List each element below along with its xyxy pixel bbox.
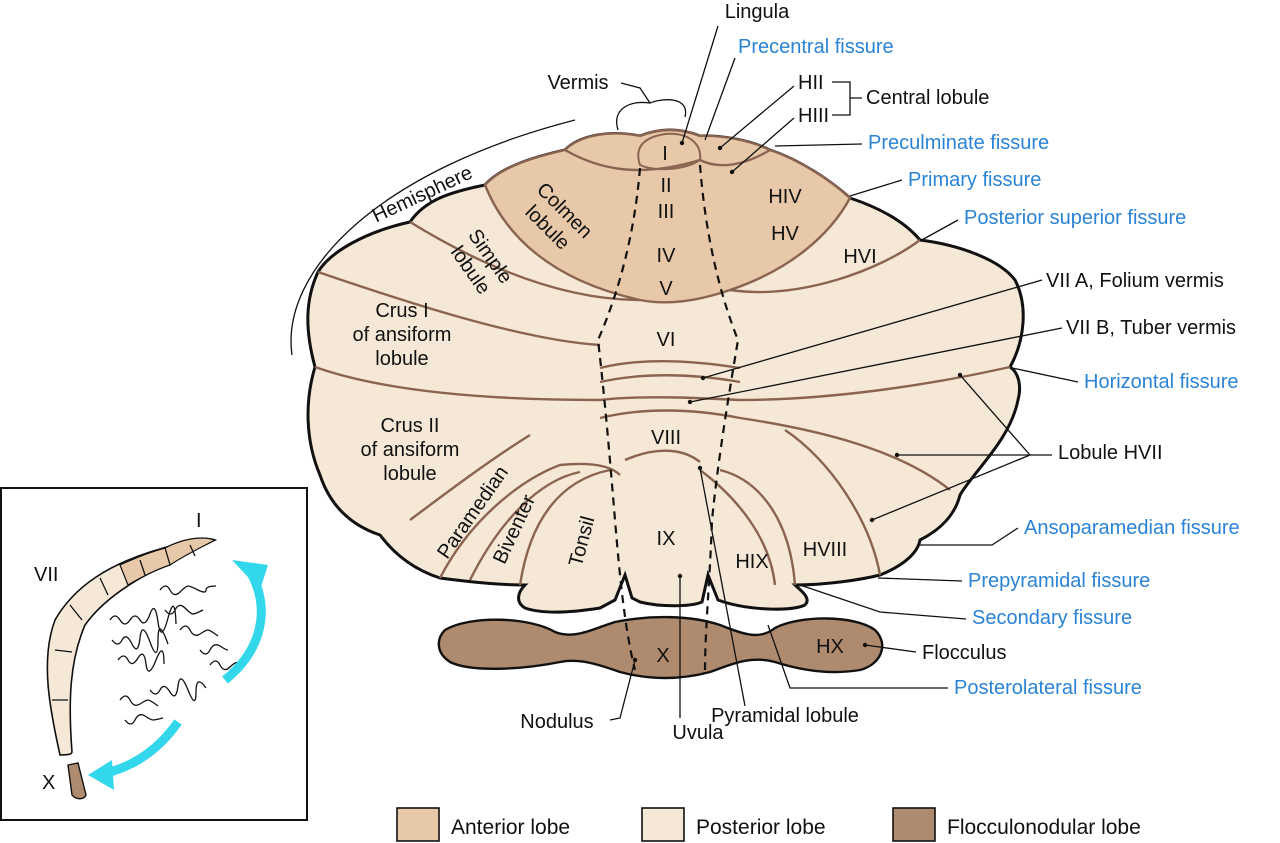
legend-swatch-anterior [396,807,440,842]
label-primary-fissure: Primary fissure [908,169,1041,191]
label-HVIII: HVIII [803,539,847,561]
label-II: II [660,175,671,197]
inset-label-X: X [42,772,55,794]
label-HV: HV [771,223,799,245]
label-X: X [656,645,669,667]
label-crus2-line3: lobule [383,463,436,485]
label-HX: HX [816,636,844,658]
label-posterolateral-fissure: Posterolateral fissure [954,677,1142,699]
label-secondary-fissure: Secondary fissure [972,607,1132,629]
legend-label-anterior: Anterior lobe [451,816,570,839]
label-VIII: VIII [651,427,681,449]
inset-panel: I VII X [0,487,308,821]
label-lingula: Lingula [725,1,790,23]
label-IX: IX [657,528,676,550]
inset-squiggle-2 [159,585,239,671]
vermis-boundary-left [596,167,642,671]
legend: Anterior lobe Posterior lobe Flocculonod… [396,807,1141,842]
label-hiii: HIII [798,105,829,127]
label-III: III [658,201,675,223]
label-crus2-line1: Crus II [381,415,440,437]
label-flocculus: Flocculus [922,642,1006,664]
label-pyramidal-lobule: Pyramidal lobule [711,705,859,727]
inset-squiggle-1 [109,605,207,725]
hemisphere-bracket [290,119,576,356]
inset-folia-strip [46,537,218,756]
label-preculminate-fissure: Preculminate fissure [868,132,1049,154]
label-I: I [662,143,668,165]
label-crus1-line2: of ansiform [353,324,452,346]
inset-label-I: I [196,510,202,532]
label-tuber-vermis: VII B, Tuber vermis [1066,317,1236,339]
label-ansoparamedian-fissure: Ansoparamedian fissure [1024,517,1240,539]
legend-swatch-posterior [641,807,685,842]
label-HIX: HIX [735,551,768,573]
lingula-region [637,132,702,171]
anterior-lobe-region [483,128,852,304]
label-crus2-line2: of ansiform [361,439,460,461]
label-lobule-hvii: Lobule HVII [1058,442,1163,464]
legend-label-flocculonodular: Flocculonodular lobe [947,816,1141,839]
legend-label-posterior: Posterior lobe [696,816,826,839]
inset-nodulus [67,762,87,800]
label-crus1-line3: lobule [375,348,428,370]
label-crus1-line1: Crus I [375,300,428,322]
label-HVI: HVI [843,246,876,268]
flocculonodular-lobe-region [437,615,884,680]
label-posterior-superior-fissure: Posterior superior fissure [964,207,1186,229]
label-central-lobule: Central lobule [866,87,989,109]
label-HIV: HIV [768,186,802,208]
inset-label-VII: VII [34,564,58,586]
legend-swatch-flocculonodular [892,807,936,842]
label-VI: VI [657,329,676,351]
label-IV: IV [657,245,677,267]
label-hii: HII [798,72,824,94]
label-uvula: Uvula [672,722,724,744]
vermis-bracket [616,99,687,131]
label-vermis: Vermis [547,72,608,94]
vermis-boundary-right [698,164,740,671]
label-folium-vermis: VII A, Folium vermis [1046,270,1224,292]
inset-arrow-up [222,572,266,684]
label-V: V [659,278,673,300]
label-horizontal-fissure: Horizontal fissure [1084,371,1239,393]
label-prepyramidal-fissure: Prepyramidal fissure [968,570,1150,592]
label-nodulus: Nodulus [520,711,593,733]
label-precentral-fissure: Precentral fissure [738,36,894,58]
